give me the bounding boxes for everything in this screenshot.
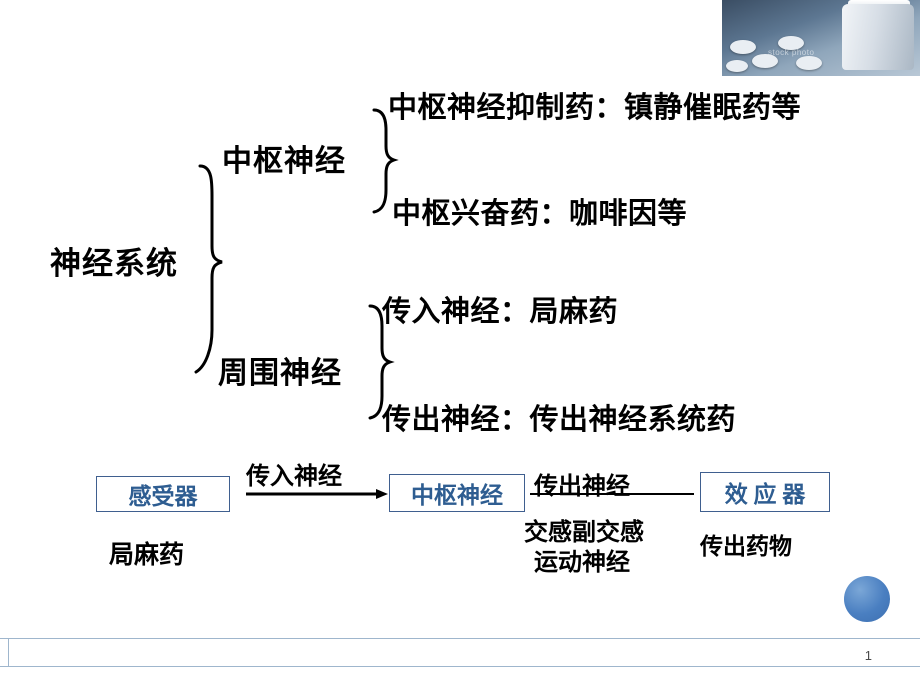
tree-leaf-cns-depressant: 中枢神经抑制药：镇静催眠药等	[388, 92, 802, 124]
decorative-circle	[844, 576, 890, 622]
footer-rule-bottom	[0, 666, 920, 667]
flow-box-effector: 效 应 器	[700, 472, 830, 512]
tree-leaf-efferent: 传出神经：传出神经系统药	[382, 404, 737, 436]
pills-photo-banner: stock photo	[722, 0, 920, 76]
flow-label-efferent: 传出神经	[534, 474, 630, 500]
photo-watermark: stock photo	[768, 48, 815, 57]
pill-shape	[726, 60, 748, 72]
tree-leaf-cns-stimulant: 中枢兴奋药：咖啡因等	[392, 198, 688, 230]
flow-label-afferent: 传入神经	[246, 464, 342, 490]
footer-rule-top	[0, 638, 920, 639]
flow-label-local-anesthetic: 局麻药	[109, 542, 185, 569]
flow-label-efferent-drugs: 传出药物	[700, 534, 792, 559]
pill-shape	[778, 36, 804, 50]
page-number: 1	[864, 648, 872, 663]
tree-branch-cns: 中枢神经	[222, 145, 346, 178]
flow-label-sympathetic: 交感副交感	[524, 520, 644, 546]
flow-box-cns: 中枢神经	[389, 474, 525, 512]
tree-root-label: 神经系统	[50, 246, 178, 281]
pill-shape	[730, 40, 756, 54]
pill-bottle-shape	[842, 4, 914, 70]
pill-shape	[752, 54, 778, 68]
flow-label-motor-nerve: 运动神经	[534, 550, 630, 576]
footer-left-tick	[8, 638, 9, 667]
flow-box-receptor: 感受器	[96, 476, 230, 512]
pill-shape	[796, 56, 822, 70]
tree-leaf-afferent: 传入神经：局麻药	[382, 296, 619, 328]
tree-branch-pns: 周围神经	[218, 357, 342, 390]
